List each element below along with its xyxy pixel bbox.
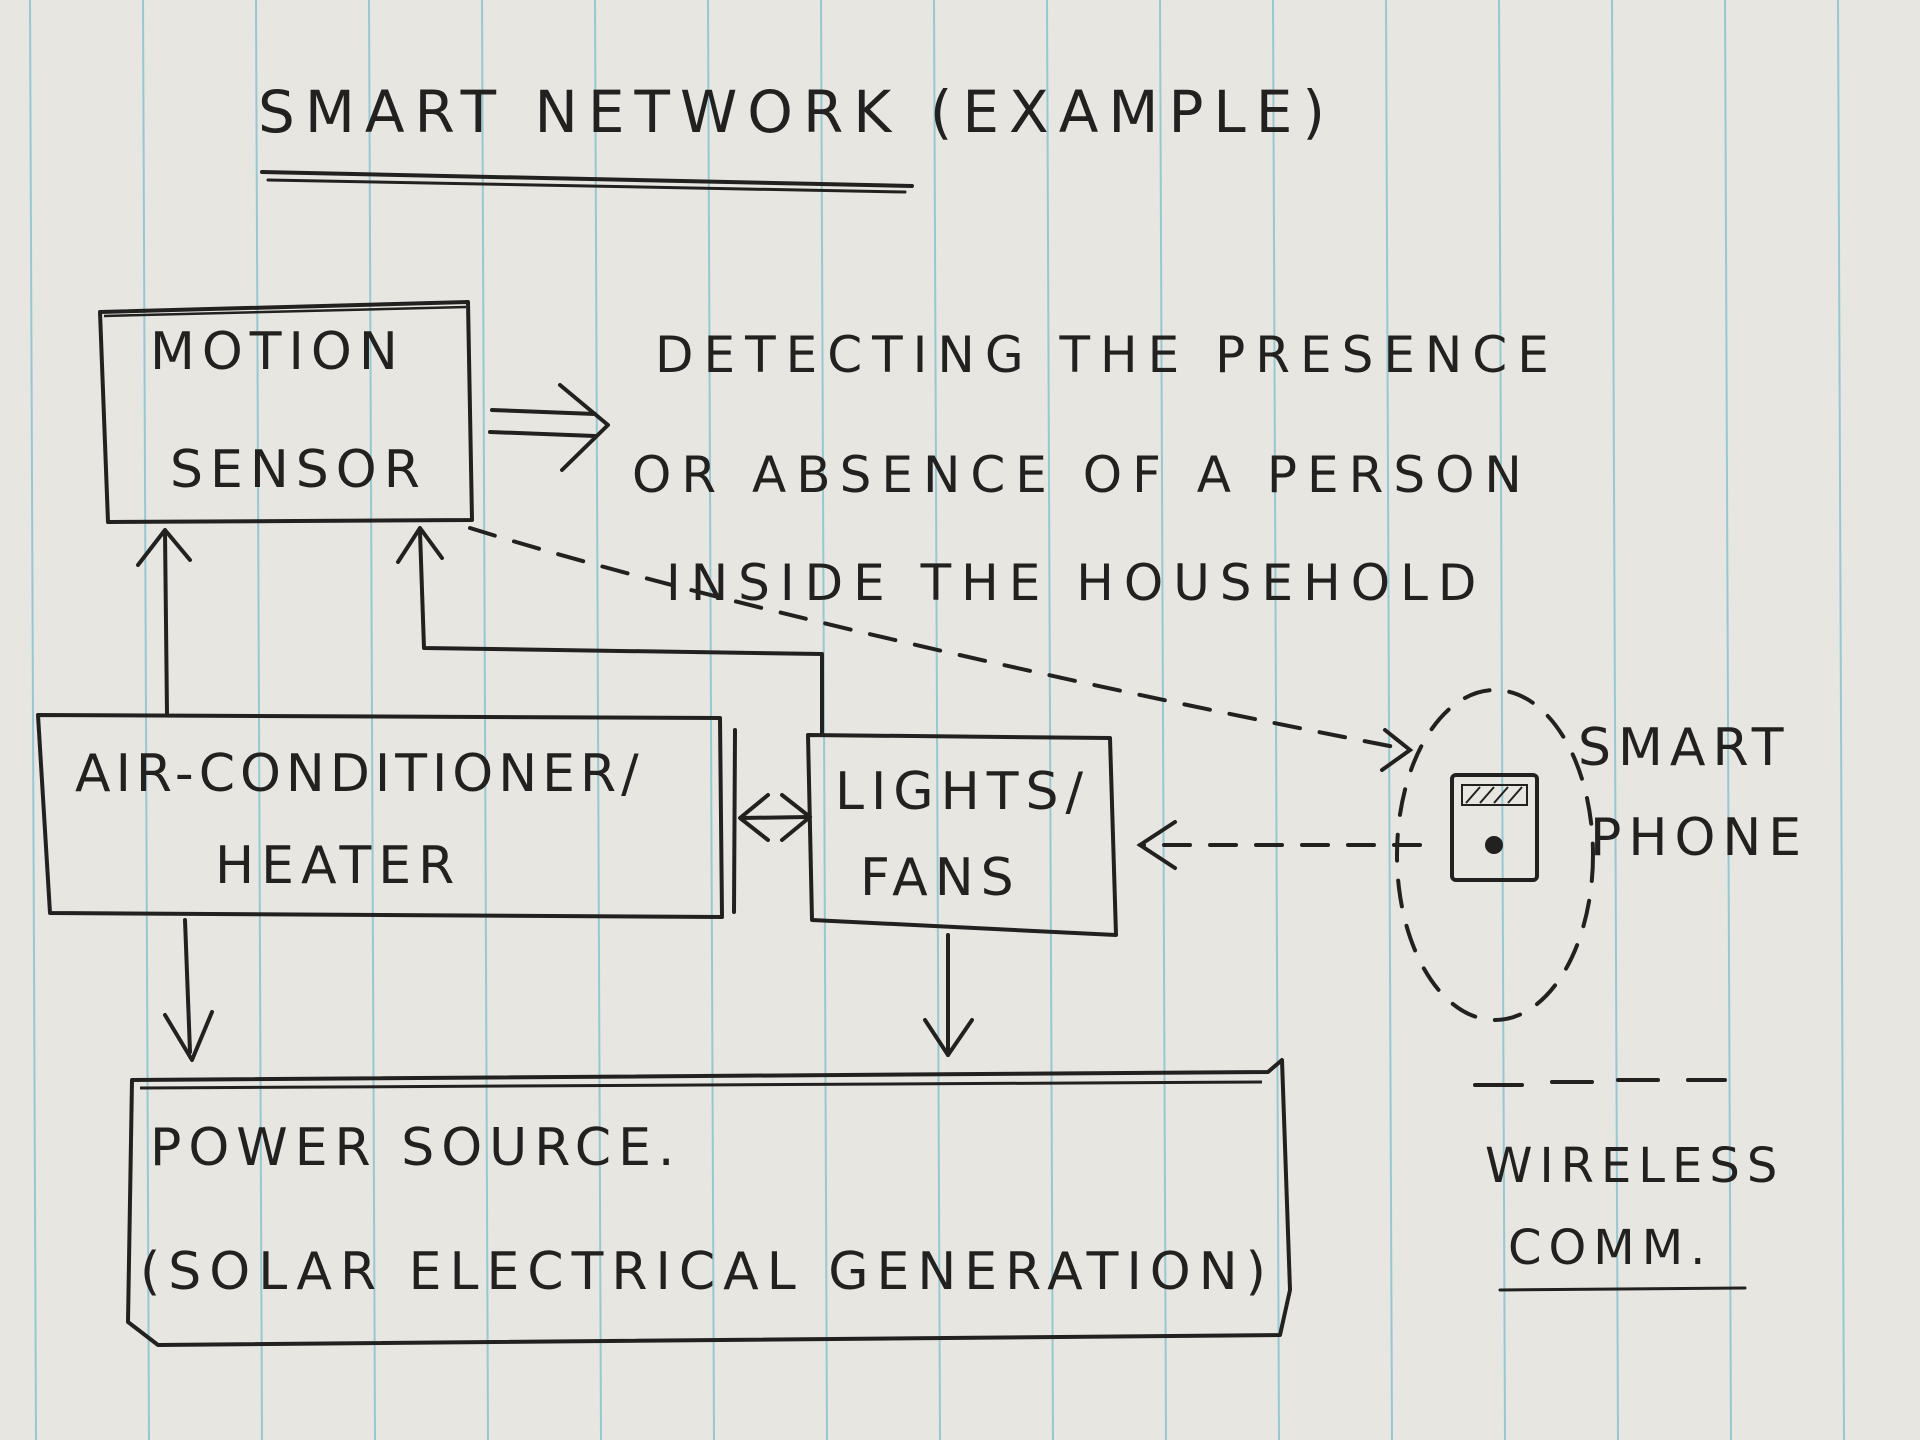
power-source-box xyxy=(126,1058,1292,1347)
smartphone-label-2: PHONE xyxy=(1590,808,1809,868)
rule-line xyxy=(1498,0,1506,1440)
annotation-line-2: OR ABSENCE OF A PERSON xyxy=(632,446,1532,504)
ac-heater-box xyxy=(36,713,724,919)
rule-line xyxy=(1385,0,1393,1440)
rule-line xyxy=(142,0,150,1440)
power-source-label-1: POWER SOURCE. xyxy=(150,1118,682,1178)
legend-label-2: COMM. xyxy=(1508,1220,1713,1276)
smartphone-wireless-ring xyxy=(1395,688,1595,1022)
smartphone-label-1: SMART xyxy=(1578,718,1791,778)
rule-line xyxy=(594,0,602,1440)
arrow-lights-to-power xyxy=(923,933,974,1057)
arrow-lights-to-sensor xyxy=(396,526,824,736)
legend-underline xyxy=(1498,1286,1747,1292)
rule-line xyxy=(1611,0,1619,1440)
legend-dashed-line xyxy=(1473,1078,1727,1087)
page-title: SMART NETWORK (EXAMPLE) xyxy=(258,78,1336,146)
rule-line xyxy=(255,0,263,1440)
rule-line xyxy=(1046,0,1054,1440)
arrow-ac-lights-bidirectional xyxy=(732,728,812,914)
rule-line xyxy=(29,0,37,1440)
annotation-line-3: INSIDE THE HOUSEHOLD xyxy=(666,554,1487,612)
motion-sensor-label-1: MOTION xyxy=(150,322,405,382)
motion-sensor-box xyxy=(98,300,474,524)
lights-fans-label-1: LIGHTS/ xyxy=(835,762,1090,822)
wireless-link-sensor-to-phone xyxy=(468,526,1402,750)
power-source-label-2: (SOLAR ELECTRICAL GENERATION) xyxy=(140,1242,1274,1302)
title-underline xyxy=(260,170,914,194)
smartphone-icon xyxy=(1450,773,1539,882)
rule-line xyxy=(1159,0,1167,1440)
lights-fans-box xyxy=(806,733,1118,937)
rule-line xyxy=(707,0,715,1440)
rule-line xyxy=(481,0,489,1440)
ac-heater-label-2: HEATER xyxy=(215,836,462,896)
rule-line xyxy=(933,0,941,1440)
rule-line xyxy=(1724,0,1732,1440)
annotation-line-1: DETECTING THE PRESENCE xyxy=(655,326,1559,384)
arrow-ac-to-power xyxy=(163,918,214,1062)
lights-fans-label-2: FANS xyxy=(860,848,1021,908)
legend-label-1: WIRELESS xyxy=(1485,1138,1785,1194)
rule-line xyxy=(1837,0,1845,1440)
double-arrow-icon xyxy=(488,383,610,472)
ruled-lines xyxy=(29,0,1845,1440)
arrow-ac-to-sensor xyxy=(136,528,192,716)
rule-line xyxy=(368,0,376,1440)
rule-line xyxy=(1272,0,1280,1440)
ac-heater-label-1: AIR-CONDITIONER/ xyxy=(75,744,644,804)
motion-sensor-label-2: SENSOR xyxy=(170,440,427,500)
